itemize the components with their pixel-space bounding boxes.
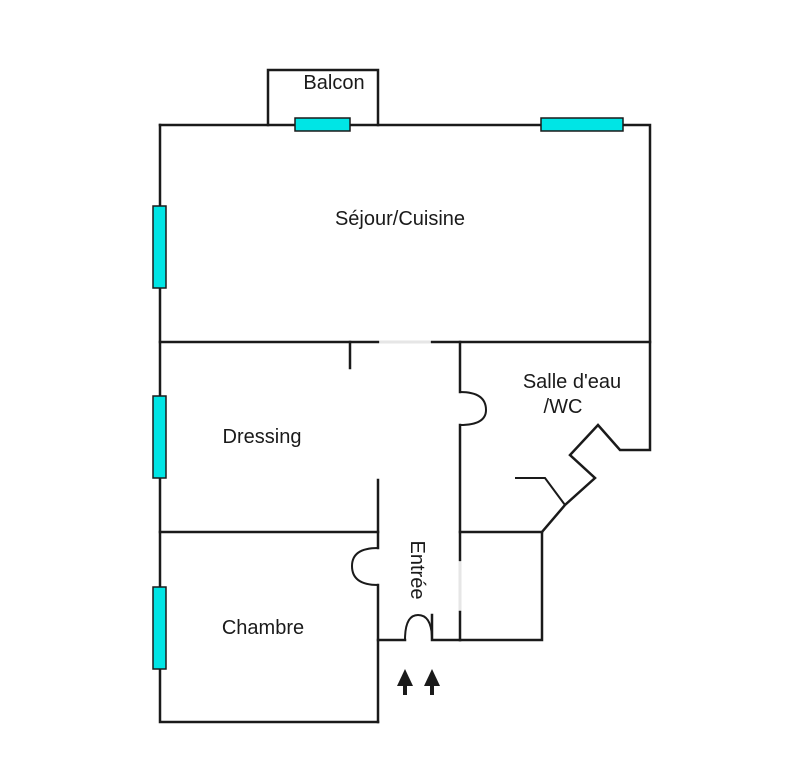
balcony xyxy=(266,68,380,127)
arrow-up-icon xyxy=(424,669,440,695)
room-labels: Balcon Séjour/Cuisine Salle d'eau /WC Dr… xyxy=(222,72,621,639)
window-balcon xyxy=(294,117,351,132)
label-chambre: Chambre xyxy=(222,617,304,639)
salle-door-swing xyxy=(459,391,488,426)
window-chambre xyxy=(152,586,167,670)
window-sejour-left xyxy=(152,205,167,289)
window-dressing xyxy=(152,395,167,479)
doors xyxy=(350,391,566,641)
entrance-door-swing xyxy=(404,613,433,641)
label-balcon: Balcon xyxy=(303,72,364,94)
arrow-up-icon xyxy=(397,669,413,695)
window-sejour-top xyxy=(540,117,624,132)
label-salle-line1: Salle d'eau xyxy=(523,371,621,393)
windows xyxy=(152,117,624,670)
label-entree: Entrée xyxy=(406,541,428,600)
entrance-arrows xyxy=(397,669,440,695)
chambre-door-swing xyxy=(350,547,379,586)
label-sejour: Séjour/Cuisine xyxy=(335,208,465,230)
label-salle-line2: /WC xyxy=(544,396,583,418)
label-dressing: Dressing xyxy=(223,426,302,448)
interior-walls xyxy=(158,340,652,642)
salle-fixture xyxy=(515,477,566,506)
